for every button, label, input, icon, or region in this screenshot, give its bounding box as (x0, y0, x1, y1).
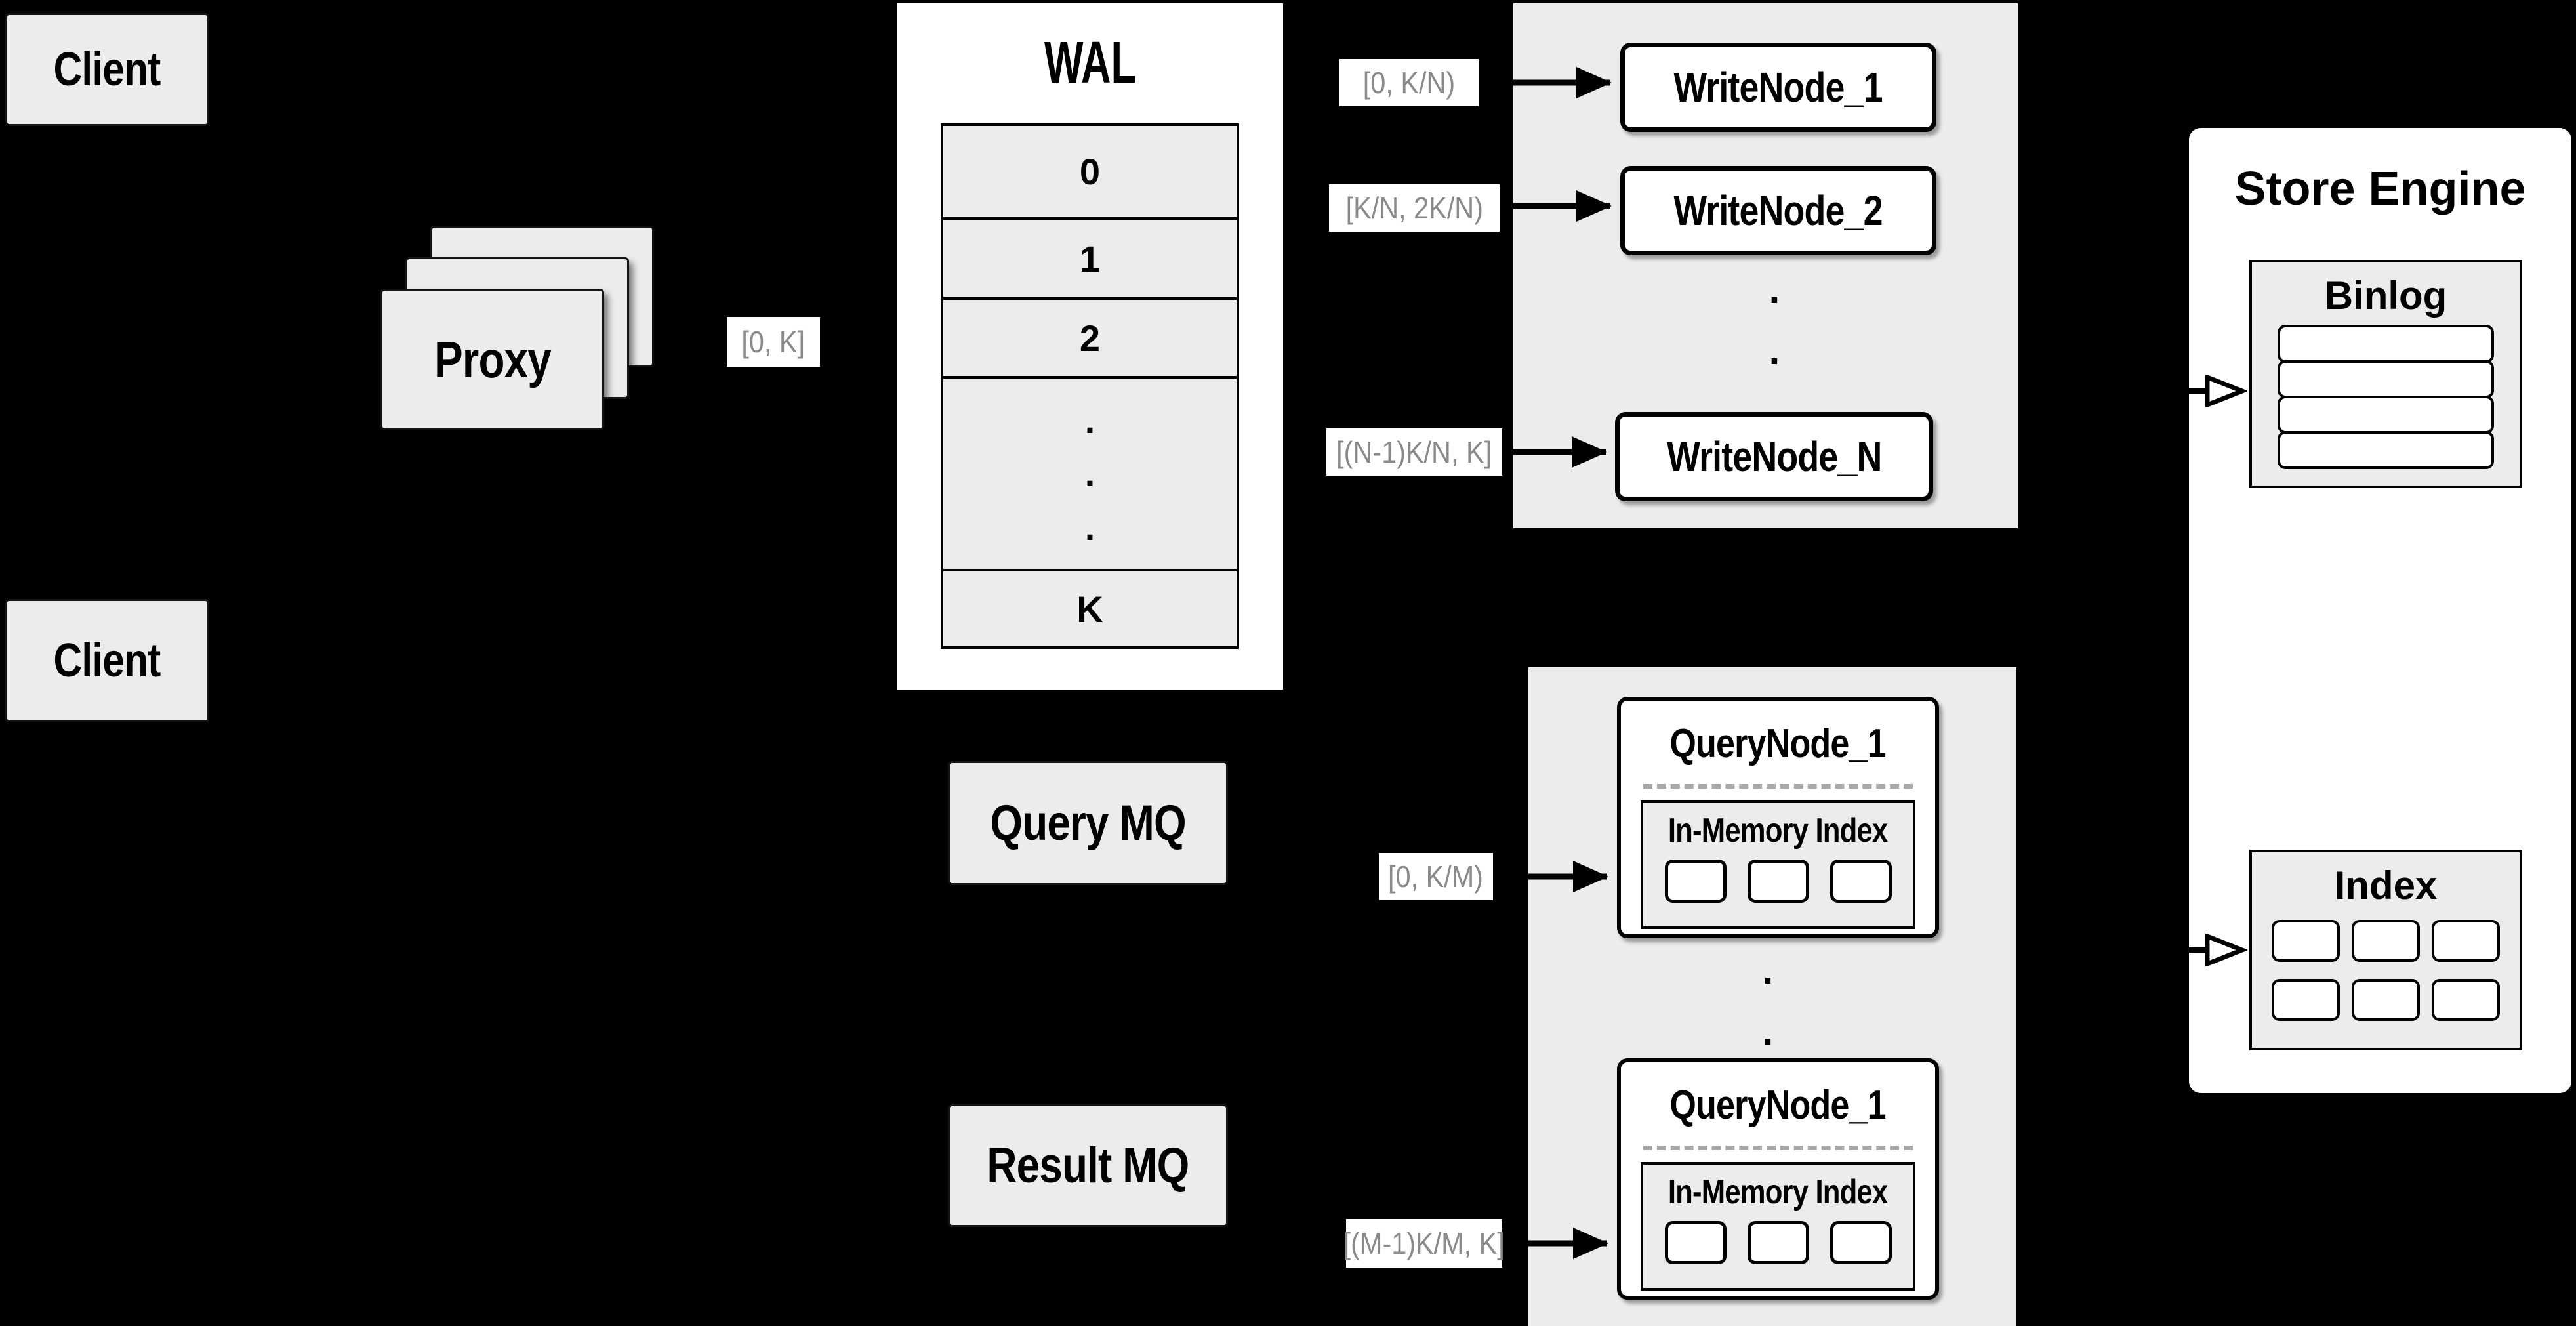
range-label-query-m: [(M-1)K/M, K] (1343, 1219, 1505, 1268)
memory-segment-cell (1830, 860, 1892, 903)
querynode-top-title: QueryNode_1 (1669, 721, 1887, 766)
querynode-bottom-divider (1643, 1146, 1913, 1150)
query-mq-box: Query MQ (948, 761, 1228, 885)
in-memory-index-box-bottom: In-Memory Index (1641, 1162, 1915, 1291)
index-cell (2352, 979, 2420, 1021)
memory-segment-row (1643, 860, 1913, 903)
memory-segment-cell (1664, 1221, 1727, 1264)
querynode-top-divider (1643, 784, 1913, 789)
writenode-2-label: WriteNode_2 (1673, 187, 1883, 234)
index-row (2252, 979, 2520, 1021)
client-bottom-label: Client (54, 634, 161, 687)
store-engine-title: Store Engine (2234, 163, 2526, 215)
writenode-2-box: WriteNode_2 (1620, 166, 1936, 255)
memory-segment-cell (1830, 1221, 1892, 1264)
writenode-1-box: WriteNode_1 (1620, 43, 1936, 132)
query-mq-label: Query MQ (990, 795, 1186, 851)
binlog-row (2278, 325, 2494, 363)
memory-segment-cell (1664, 860, 1727, 903)
store-engine-container: Store Engine Binlog Index (2189, 128, 2571, 1093)
binlog-box: Binlog (2249, 260, 2522, 488)
querynode-bottom-box: QueryNode_1 In-Memory Index (1617, 1058, 1939, 1300)
result-mq-label: Result MQ (987, 1138, 1189, 1193)
index-box: Index (2249, 850, 2522, 1050)
in-memory-index-title-top: In-Memory Index (1668, 812, 1888, 850)
wal-container: WAL 0 1 2 . . . K (897, 3, 1283, 690)
wal-row: 2 (941, 297, 1239, 379)
binlog-row (2278, 360, 2494, 398)
wal-table: 0 1 2 . . . K (941, 123, 1239, 649)
proxy-box: Proxy (380, 289, 604, 430)
range-label-write-2: [K/N, 2K/N) (1329, 184, 1500, 232)
writenode-n-label: WriteNode_N (1666, 433, 1882, 480)
client-box-bottom: Client (5, 599, 209, 722)
querynode-top-box: QueryNode_1 In-Memory Index (1617, 697, 1939, 938)
range-label-write-1: [0, K/N) (1339, 59, 1479, 106)
index-cell (2352, 920, 2420, 962)
memory-segment-row (1643, 1221, 1913, 1264)
querynode-bottom-title: QueryNode_1 (1669, 1083, 1887, 1128)
index-cell (2272, 920, 2340, 962)
index-cell (2272, 979, 2340, 1021)
proxy-label: Proxy (434, 330, 552, 388)
binlog-rows (2252, 325, 2520, 469)
result-mq-box: Result MQ (948, 1104, 1228, 1227)
wal-row-ellipsis: . . . (941, 376, 1239, 571)
memory-segment-cell (1747, 1221, 1809, 1264)
binlog-row (2278, 431, 2494, 469)
index-title: Index (2334, 863, 2438, 907)
range-label-query-1: [0, K/M) (1379, 853, 1493, 900)
client-top-label: Client (54, 43, 161, 96)
wal-row: 0 (941, 123, 1239, 220)
client-box-top: Client (5, 13, 209, 126)
binlog-title: Binlog (2324, 274, 2447, 318)
index-row (2252, 920, 2520, 962)
index-cell (2432, 979, 2500, 1021)
range-label-write-n: [(N-1)K/N, K] (1326, 428, 1502, 476)
index-cell (2432, 920, 2500, 962)
range-label-proxy-out: [0, K] (727, 317, 820, 367)
wal-row: K (941, 569, 1239, 649)
binlog-row (2278, 396, 2494, 434)
wal-row: 1 (941, 217, 1239, 300)
wal-title: WAL (1044, 30, 1136, 96)
in-memory-index-title-bottom: In-Memory Index (1668, 1173, 1888, 1211)
writenode-1-label: WriteNode_1 (1673, 64, 1883, 111)
writenode-n-box: WriteNode_N (1615, 412, 1933, 501)
in-memory-index-box-top: In-Memory Index (1641, 800, 1915, 929)
memory-segment-cell (1747, 860, 1809, 903)
